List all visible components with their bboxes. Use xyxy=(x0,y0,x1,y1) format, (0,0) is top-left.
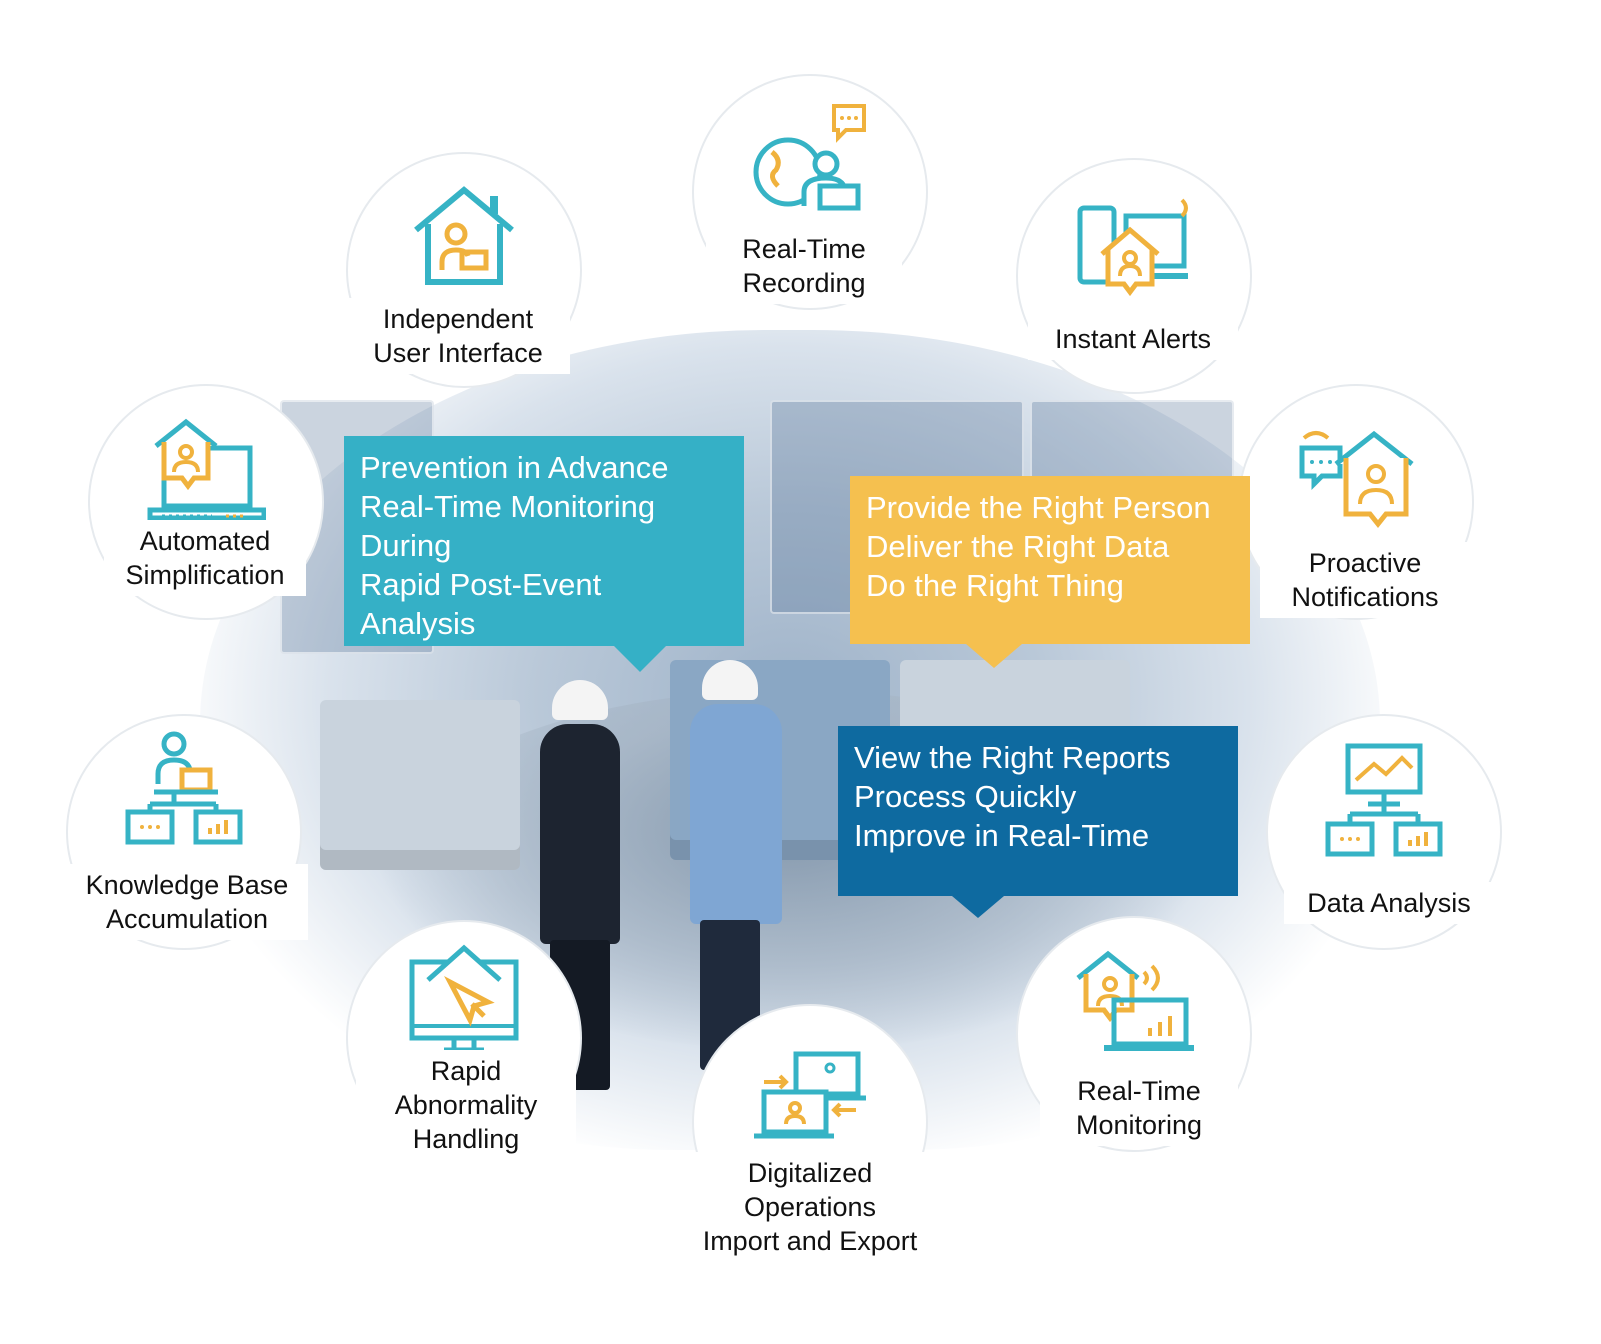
callout-right-person-tail xyxy=(966,644,1022,668)
callout-line: Analysis xyxy=(360,606,476,641)
holo-panel-right xyxy=(1030,400,1234,484)
callout-line: Deliver the Right Data xyxy=(866,529,1170,564)
feature-label: Real-Time Monitoring xyxy=(1040,1070,1238,1146)
feature-real-time-recording: Real-Time Recording xyxy=(692,74,928,310)
engineer-woman xyxy=(540,680,620,1100)
callout-line: Prevention in Advance xyxy=(360,450,669,485)
callout-line: Provide the Right Person xyxy=(866,490,1211,525)
feature-proactive-notifications: Proactive Notifications xyxy=(1238,384,1474,620)
callout-line: Real-Time Monitoring xyxy=(360,489,656,524)
callout-line: During xyxy=(360,528,452,563)
house-laptop-bars-icon xyxy=(1076,950,1194,1051)
monitor-network-chart-icon xyxy=(1325,743,1443,857)
feature-label: Instant Alerts xyxy=(1028,318,1238,360)
house-person-laptop-icon xyxy=(414,186,514,285)
callout-right-person: Provide the Right Person Deliver the Rig… xyxy=(850,476,1250,644)
callout-right-reports-tail xyxy=(952,896,1004,918)
feature-rapid-abnormality-handling: Rapid Abnormality Handling xyxy=(346,920,582,1160)
feature-data-analysis: Data Analysis xyxy=(1266,714,1502,950)
devices-house-alert-icon xyxy=(1077,198,1188,297)
feature-label: Data Analysis xyxy=(1284,882,1494,924)
callout-right-reports: View the Right Reports Process Quickly I… xyxy=(838,726,1238,896)
callout-line: View the Right Reports xyxy=(854,740,1171,775)
engineer-man xyxy=(690,660,782,1100)
machine-left xyxy=(320,700,520,870)
feature-automated-simplification: Automated Simplification xyxy=(88,384,324,620)
callout-prevention: Prevention in Advance Real-Time Monitori… xyxy=(344,436,744,646)
feature-independent-user-interface: Independent User Interface xyxy=(346,152,582,388)
feature-digitalized-operations: Digitalized Operations Import and Export xyxy=(678,1004,942,1262)
chat-house-person-icon xyxy=(1299,430,1414,529)
laptops-transfer-icon xyxy=(754,1051,866,1139)
feature-label: Real-Time Recording xyxy=(706,228,902,304)
callout-line: Improve in Real-Time xyxy=(854,818,1150,853)
callout-line: Rapid Post-Event xyxy=(360,567,602,602)
feature-label: Automated Simplification xyxy=(104,520,306,596)
feature-knowledge-base-accumulation: Knowledge Base Accumulation xyxy=(66,714,308,950)
globe-person-laptop-chat-icon xyxy=(753,104,866,211)
feature-label: Independent User Interface xyxy=(346,298,570,374)
callout-line: Process Quickly xyxy=(854,779,1077,814)
feature-real-time-monitoring: Real-Time Monitoring xyxy=(1016,916,1252,1152)
callout-prevention-tail xyxy=(612,644,668,672)
monitor-house-cursor-icon xyxy=(409,944,519,1053)
feature-instant-alerts: Instant Alerts xyxy=(1016,158,1252,394)
feature-label: Digitalized Operations Import and Export xyxy=(678,1152,942,1262)
feature-label: Rapid Abnormality Handling xyxy=(356,1050,576,1160)
feature-label: Proactive Notifications xyxy=(1260,542,1470,618)
laptop-house-person-icon xyxy=(147,418,266,521)
person-network-screens-icon xyxy=(125,731,243,845)
callout-line: Do the Right Thing xyxy=(866,568,1124,603)
feature-label: Knowledge Base Accumulation xyxy=(66,864,308,940)
